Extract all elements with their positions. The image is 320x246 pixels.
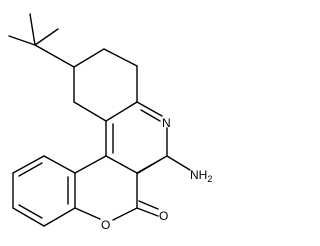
bond-c-ring-oxygen [112,207,138,221]
bond-c6-c6a-double [137,159,161,174]
amino-group-label: NH2 [190,168,212,184]
bond-c4-c4a [105,101,138,122]
bond-ring-oxygen-aryl [74,207,101,220]
bond-tbu-methyl-3 [34,28,59,46]
benzene-ring [12,155,76,227]
carbonyl-oxygen-label: O [159,209,168,223]
bond-b3-b4-double [18,204,43,219]
bond-c4-n [136,101,163,117]
bond-b2-b3 [43,207,76,227]
amino-group-main: NH [190,168,207,182]
cyclohexene-ring [73,48,138,122]
chemical-structure: N NH2 O O [8,13,212,232]
nitrogen-atom-label: N [162,116,171,130]
bond-b6-b1 [43,155,76,174]
bond-b3-b4 [12,207,45,227]
ring-oxygen-label: O [101,218,110,232]
pyridine-ring [105,101,168,174]
amino-group-subscript: 2 [207,174,212,184]
bond-tbu-methyl-1 [29,13,36,46]
lactone-ring [74,155,159,221]
bond-c6a-c10b [105,155,138,174]
bond-b5-b6 [12,155,45,174]
bond-carbonyl-c-o-double [138,200,159,210]
bond-c6-amino [166,155,191,171]
tert-butyl-group [8,13,75,68]
bond-c4a-c1x [73,101,107,122]
bond-tbu-quaternary [34,44,75,68]
bond-tbu-methyl-2 [8,35,36,46]
bond-c2-c3 [103,48,138,67]
bond-b5-b6-double [18,162,43,177]
bond-c1-c2 [73,48,105,68]
bond-carbonyl-c-o [136,207,159,217]
bond-c4-n-double [140,109,161,122]
bond-aryl-c10a [74,155,107,174]
